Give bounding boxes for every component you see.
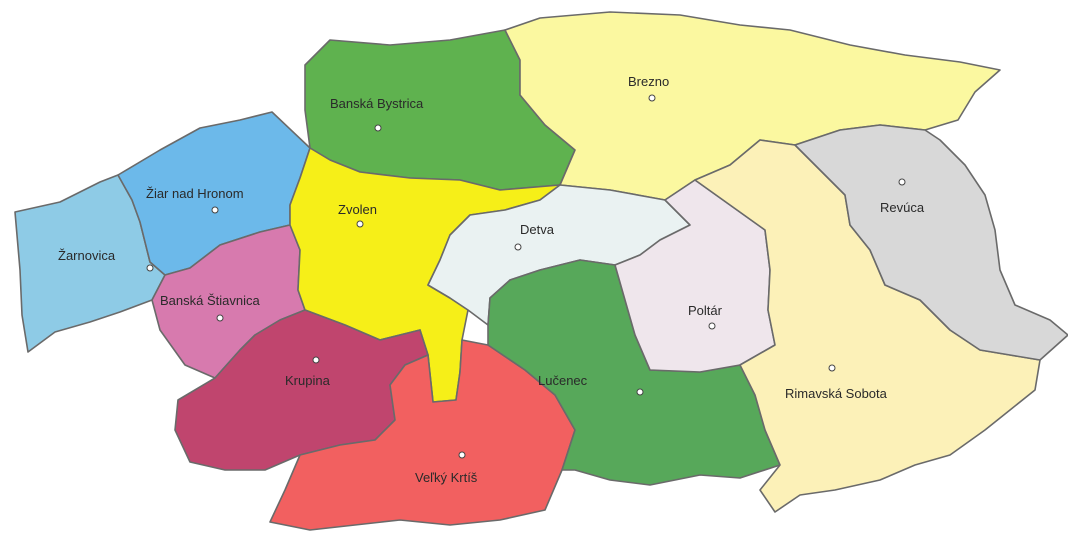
seat-dot-zvolen: [356, 220, 364, 228]
seat-dot-velky-krtis: [458, 451, 466, 459]
seat-dot-banska-bystrica: [374, 124, 382, 132]
seat-dot-zarnovica: [146, 264, 154, 272]
label-detva: Detva: [520, 222, 555, 237]
seat-dot-krupina: [312, 356, 320, 364]
seat-dot-rimavska-sobota: [828, 364, 836, 372]
label-ziar-nad-hronom: Žiar nad Hronom: [146, 186, 244, 201]
seat-dot-revuca: [898, 178, 906, 186]
label-brezno: Brezno: [628, 74, 669, 89]
seat-dot-brezno: [648, 94, 656, 102]
region-velky-krtis[interactable]: [269, 339, 576, 531]
region-revuca[interactable]: [794, 124, 1068, 361]
seat-dot-lucenec: [636, 388, 644, 396]
seat-dot-banska-stiavnica: [216, 314, 224, 322]
label-krupina: Krupina: [285, 373, 331, 388]
label-banska-bystrica: Banská Bystrica: [330, 96, 424, 111]
label-zvolen: Zvolen: [338, 202, 377, 217]
seat-dot-poltar: [708, 322, 716, 330]
seat-dot-ziar: [211, 206, 219, 214]
label-rimavska-sobota: Rimavská Sobota: [785, 386, 888, 401]
label-zarnovica: Žarnovica: [58, 248, 116, 263]
label-banska-stiavnica: Banská Štiavnica: [160, 293, 260, 308]
seat-dot-detva: [514, 243, 522, 251]
label-lucenec: Lučenec: [538, 373, 588, 388]
label-velky-krtis: Veľký Krtíš: [415, 470, 478, 485]
label-revuca: Revúca: [880, 200, 925, 215]
label-poltar: Poltár: [688, 303, 723, 318]
